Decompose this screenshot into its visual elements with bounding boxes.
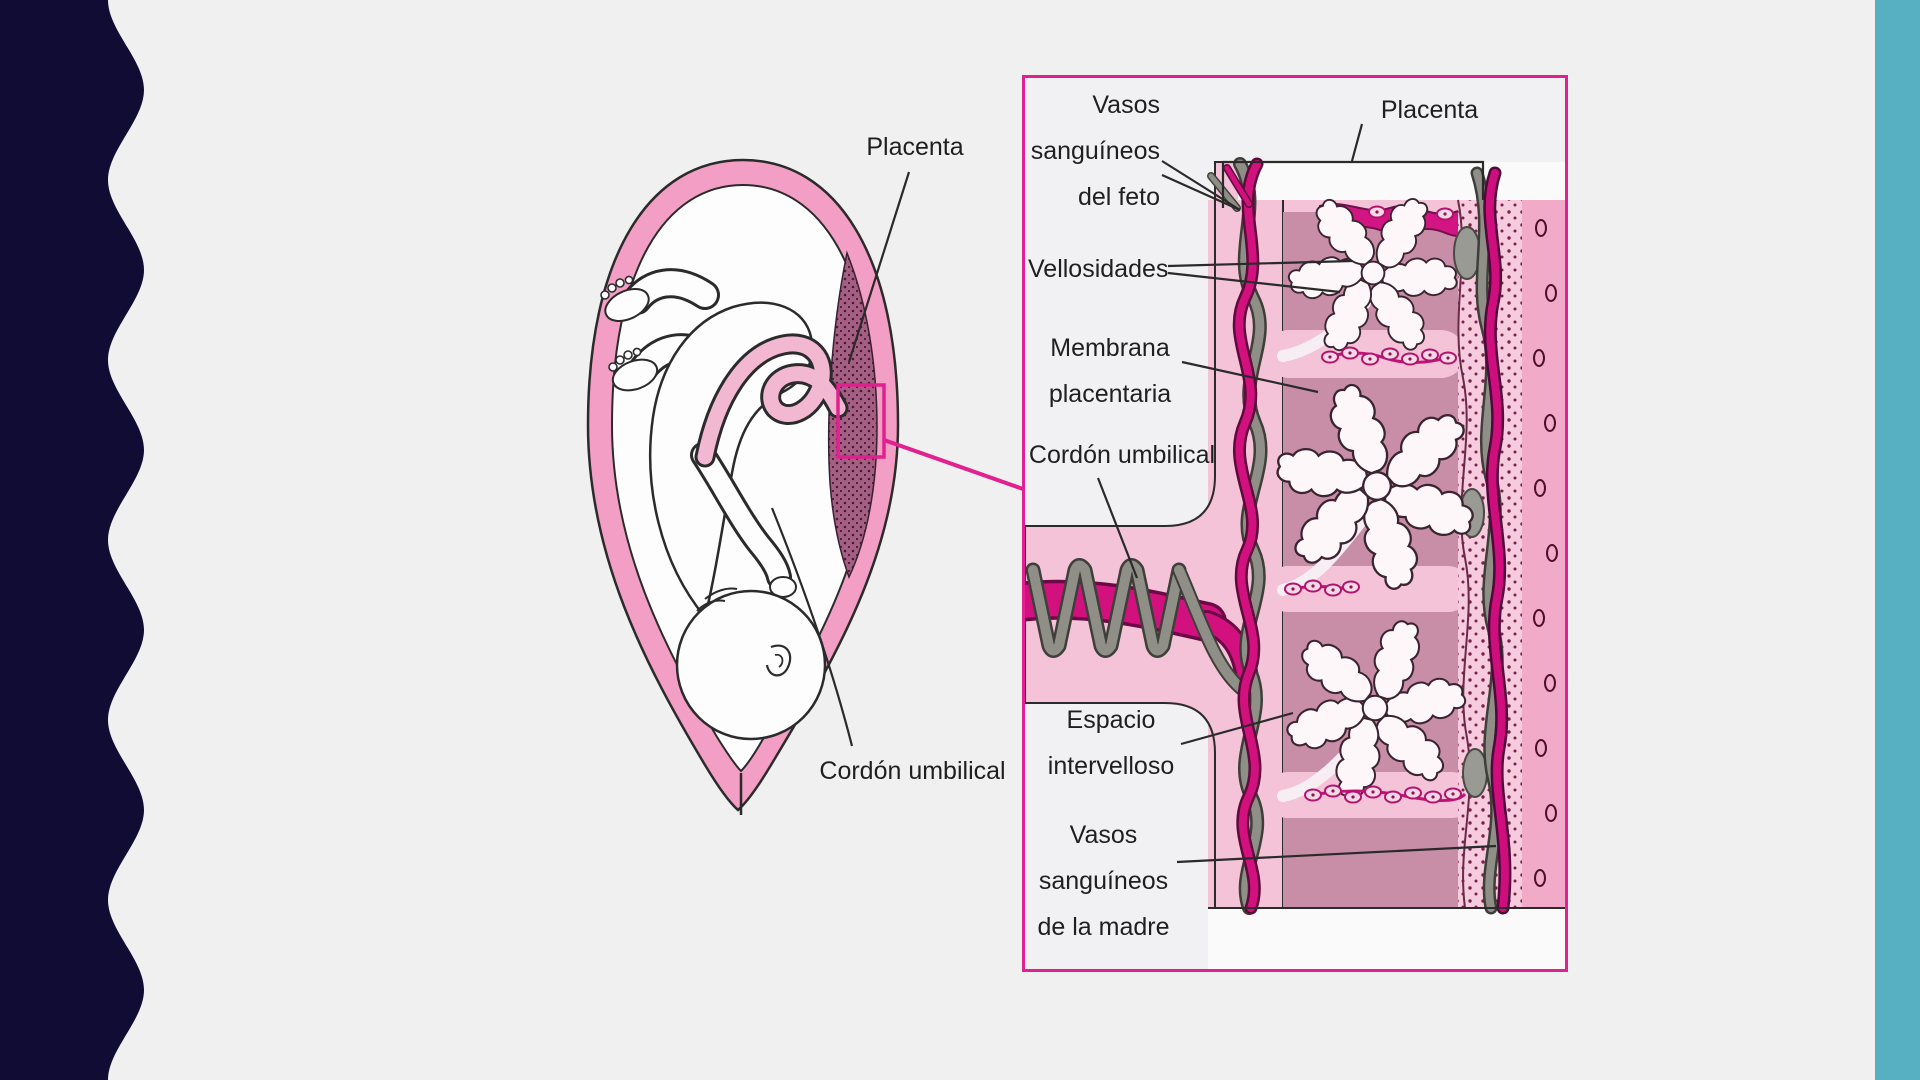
sidebar-wave-shape [0,0,144,1080]
placenta-detail-illustration [1025,157,1565,969]
chorionic-plate-strip [1238,162,1565,200]
placenta-detail-panel [1022,75,1568,972]
spiral-artery-cell-chains [1284,346,1467,804]
bottom-white-band [1208,909,1565,969]
fetus-foot-upper [600,275,650,322]
fetal-braided-vessels [1207,157,1268,915]
maternal-cell-band [1522,200,1565,908]
fetus-head [675,587,827,741]
maternal-winding-vessels [1470,166,1512,915]
uterus-overview-illustration [586,158,900,815]
right-teal-strip [1875,0,1920,1080]
fetus-hair [696,587,738,612]
fetus-foot-lower [608,347,659,392]
umbilical-cord-squiggle [694,333,849,468]
